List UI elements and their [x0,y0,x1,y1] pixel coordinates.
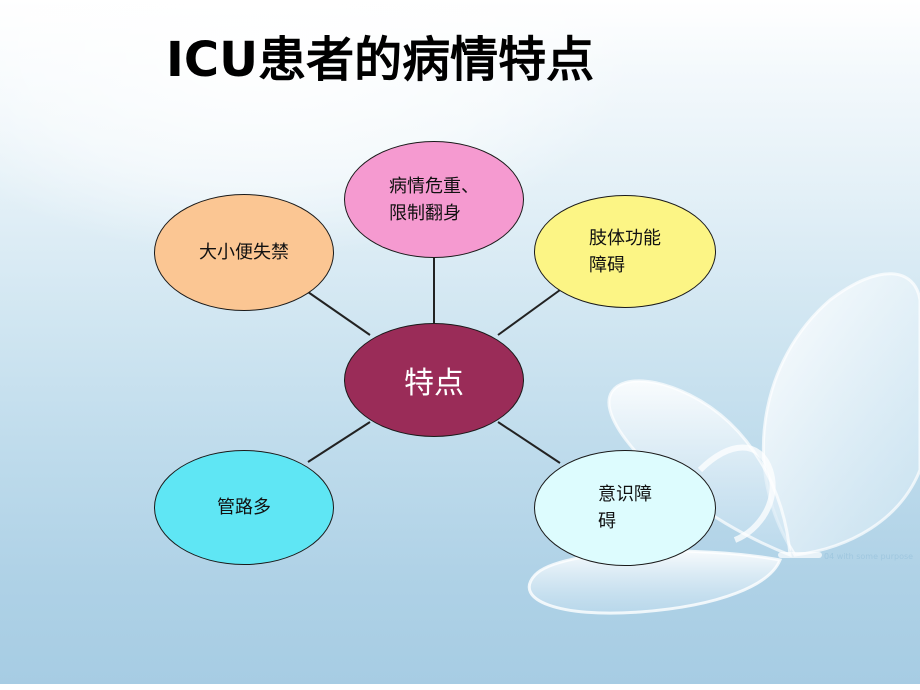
background-glow [0,0,640,260]
node-label: 意识障 碍 [598,484,652,532]
bottom-band [0,684,920,690]
node-label: 肢体功能 障碍 [589,227,661,276]
node-label: 病情危重、 限制翻身 [389,175,479,224]
node-critical-condition: 病情危重、 限制翻身 [344,141,524,258]
node-consciousness-disorder: 意识障 碍 [534,450,716,566]
node-many-tubes: 管路多 [154,450,334,565]
connector-lower-right [497,421,561,464]
watermark-text: 04 with some purpose [824,552,913,561]
center-node: 特点 [344,323,524,437]
connector-upper-left [307,291,371,336]
node-label: 大小便失禁 [199,242,289,263]
node-label: 管路多 [217,497,271,518]
node-limb-dysfunction: 肢体功能 障碍 [534,195,716,308]
connector-upper-right [497,289,561,336]
wing-inner-curl [697,444,776,543]
wing-upper-right [761,272,920,557]
center-label: 特点 [404,366,464,401]
connector-lower-left [307,421,371,463]
slide-title: ICU患者的病情特点 [166,32,595,88]
node-incontinence: 大小便失禁 [154,194,334,311]
watermark-bar [778,552,822,558]
